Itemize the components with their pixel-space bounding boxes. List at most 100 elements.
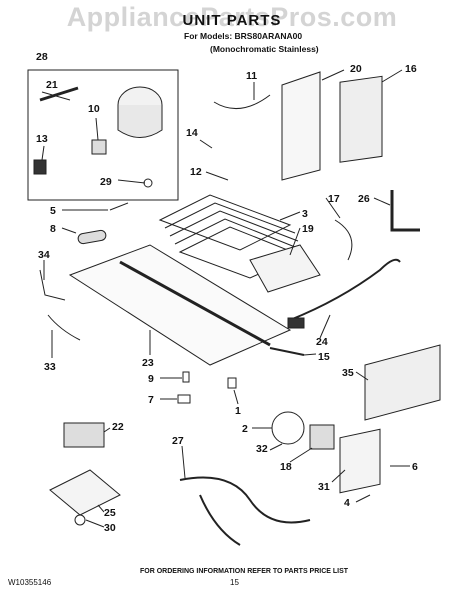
shroud-shape [281, 71, 321, 181]
fan-blade-shape [271, 411, 305, 445]
leader-3 [279, 211, 301, 221]
callout-27: 27 [172, 435, 184, 447]
part-30-shape [74, 514, 86, 526]
callout-29: 29 [100, 176, 112, 188]
leader-19 [289, 227, 301, 256]
callout-8: 8 [50, 223, 56, 235]
bracket-17-shape [334, 219, 353, 261]
callout-11: 11 [246, 70, 257, 82]
leader-18 [289, 447, 313, 463]
grommet-shape [143, 178, 153, 188]
callout-25: 25 [104, 507, 116, 519]
condenser-shape [339, 75, 383, 163]
leader-22 [103, 427, 111, 433]
leader-16 [381, 69, 403, 83]
callout-22: 22 [112, 421, 124, 433]
sensor-34-shape [39, 269, 66, 301]
leader-4 [355, 494, 371, 503]
leader-21 [41, 91, 71, 101]
leader-32 [269, 443, 283, 451]
callout-3: 3 [302, 208, 308, 220]
callout-33: 33 [44, 361, 56, 373]
harness-27-branch [199, 494, 241, 546]
leader-29 [117, 179, 146, 184]
relay-shape [91, 139, 107, 155]
screw-15-shape [269, 347, 305, 356]
callout-9: 9 [148, 373, 154, 385]
fan-shroud-shape [339, 428, 381, 494]
watermark: AppliancePartsPros.com [66, 2, 398, 32]
cord-shape [39, 86, 79, 102]
capacitor-shape [33, 159, 47, 175]
harness-24-shape [289, 258, 401, 321]
part-5-shape [109, 202, 129, 211]
ordering-note: FOR ORDERING INFORMATION REFER TO PARTS … [140, 568, 349, 575]
callout-10: 10 [88, 103, 100, 115]
callout-32: 32 [256, 443, 268, 455]
compressor-group-box [27, 69, 179, 201]
part-8-shape [77, 229, 107, 245]
leader-1 [233, 389, 239, 405]
leader-12 [205, 171, 229, 181]
leader-17 [325, 197, 341, 219]
callout-16: 16 [405, 63, 417, 75]
callout-2: 2 [242, 423, 248, 435]
leader-20 [321, 69, 345, 81]
leader-35 [355, 371, 369, 381]
tube-11-shape [213, 94, 271, 110]
compressor-body [117, 105, 163, 138]
leader-25 [97, 504, 105, 513]
bracket-26-shape [390, 190, 420, 232]
callout-6: 6 [412, 461, 418, 473]
part-25-shape [49, 469, 121, 516]
base-plate-shape [68, 244, 292, 366]
leader-8 [61, 227, 77, 234]
callout-31: 31 [318, 481, 330, 493]
callout-30: 30 [104, 522, 116, 534]
callout-1: 1 [235, 405, 241, 417]
evaporator-grid [158, 194, 302, 279]
callout-34: 34 [38, 249, 50, 261]
callout-14: 14 [186, 127, 198, 139]
tube-33-shape [47, 314, 81, 341]
leader-31 [331, 469, 346, 483]
part-22-shape [63, 422, 105, 448]
model-subtitle: For Models: BRS80ARANA00 [184, 31, 303, 41]
page-title: UNIT PARTS [182, 12, 282, 29]
callout-18: 18 [280, 461, 292, 473]
callout-4: 4 [344, 497, 350, 509]
document-number: W10355146 [8, 578, 52, 587]
fan-motor-shape [309, 424, 335, 450]
callout-24: 24 [316, 336, 328, 348]
leader-13 [41, 145, 45, 161]
coil-35-shape [364, 344, 441, 421]
leader-27 [181, 445, 186, 479]
callout-35: 35 [342, 367, 354, 379]
callout-5: 5 [50, 205, 56, 217]
harness-connector [287, 317, 305, 329]
leader-15 [303, 353, 317, 356]
leader-10 [95, 117, 99, 141]
leader-14 [199, 139, 213, 149]
callout-19: 19 [302, 223, 314, 235]
drain-pan-shape [249, 244, 321, 293]
base-seal-strip [119, 260, 271, 347]
screw-9-shape [182, 371, 190, 383]
callout-7: 7 [148, 394, 154, 406]
screw-7-shape [177, 394, 191, 404]
callout-17: 17 [328, 193, 340, 205]
variant-subtitle: (Monochromatic Stainless) [210, 44, 319, 54]
callout-26: 26 [358, 193, 370, 205]
part-1-shape [227, 377, 237, 389]
harness-27-shape [179, 476, 311, 524]
callout-28: 28 [36, 51, 48, 63]
callout-15: 15 [318, 351, 330, 363]
leader-26 [373, 197, 391, 206]
leader-24 [319, 314, 331, 339]
page-number: 15 [230, 578, 239, 587]
callout-13: 13 [36, 133, 48, 145]
callout-23: 23 [142, 357, 154, 369]
callout-12: 12 [190, 166, 202, 178]
